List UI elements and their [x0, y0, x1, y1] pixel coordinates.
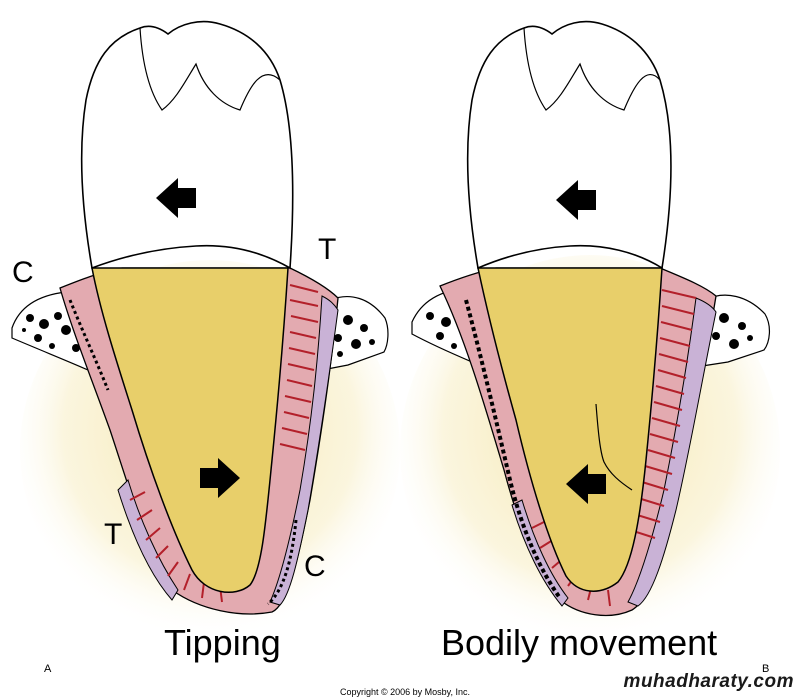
copyright-notice: Copyright © 2006 by Mosby, Inc.: [340, 687, 471, 697]
root-b: [477, 267, 663, 592]
bone-speckles-right-a: [334, 315, 375, 357]
caption-bodily-movement: Bodily movement: [441, 622, 718, 663]
root-a: [91, 267, 289, 593]
root-canal-line-b: [595, 403, 633, 491]
lavender-band-a-left: [117, 479, 179, 601]
label-t-crown-right: T: [318, 233, 337, 266]
lavender-band-b-right: [627, 297, 717, 607]
label-c-apex-right: C: [304, 550, 326, 583]
corner-letter-a: A: [44, 663, 52, 675]
arrow-crown-left-a: [156, 178, 196, 218]
crown-cusp-line-b: [523, 27, 661, 111]
caption-tipping: Tipping: [164, 622, 281, 663]
bone-speckles-left-a: [22, 312, 80, 352]
watermark: muhadharaty.com: [623, 671, 794, 692]
bone-crest-right-b: [699, 294, 770, 367]
panel-a-tipping: [11, 20, 400, 640]
pdl-fibers-b-right: [629, 289, 697, 539]
arrow-root-left-b: [566, 464, 606, 504]
compression-line-a-upper: [68, 299, 110, 391]
lavender-band-a-right: [269, 295, 339, 606]
label-t-apex-left: T: [104, 518, 123, 551]
crown-a: [80, 20, 294, 270]
compression-line-b-left: [464, 299, 562, 600]
bone-speckles-right-b: [712, 313, 753, 349]
panel-b-bodily-movement: [400, 20, 780, 645]
corner-letter-b: B: [762, 663, 770, 675]
arrow-crown-left-b: [556, 180, 596, 220]
crown-cusp-line-a: [139, 27, 281, 111]
label-c-crown-left: C: [12, 256, 34, 289]
pdl-fibers-a-right: [279, 284, 319, 451]
arrow-root-right-a: [200, 458, 240, 498]
crown-b: [466, 20, 672, 270]
lavender-band-b-left: [511, 499, 569, 607]
